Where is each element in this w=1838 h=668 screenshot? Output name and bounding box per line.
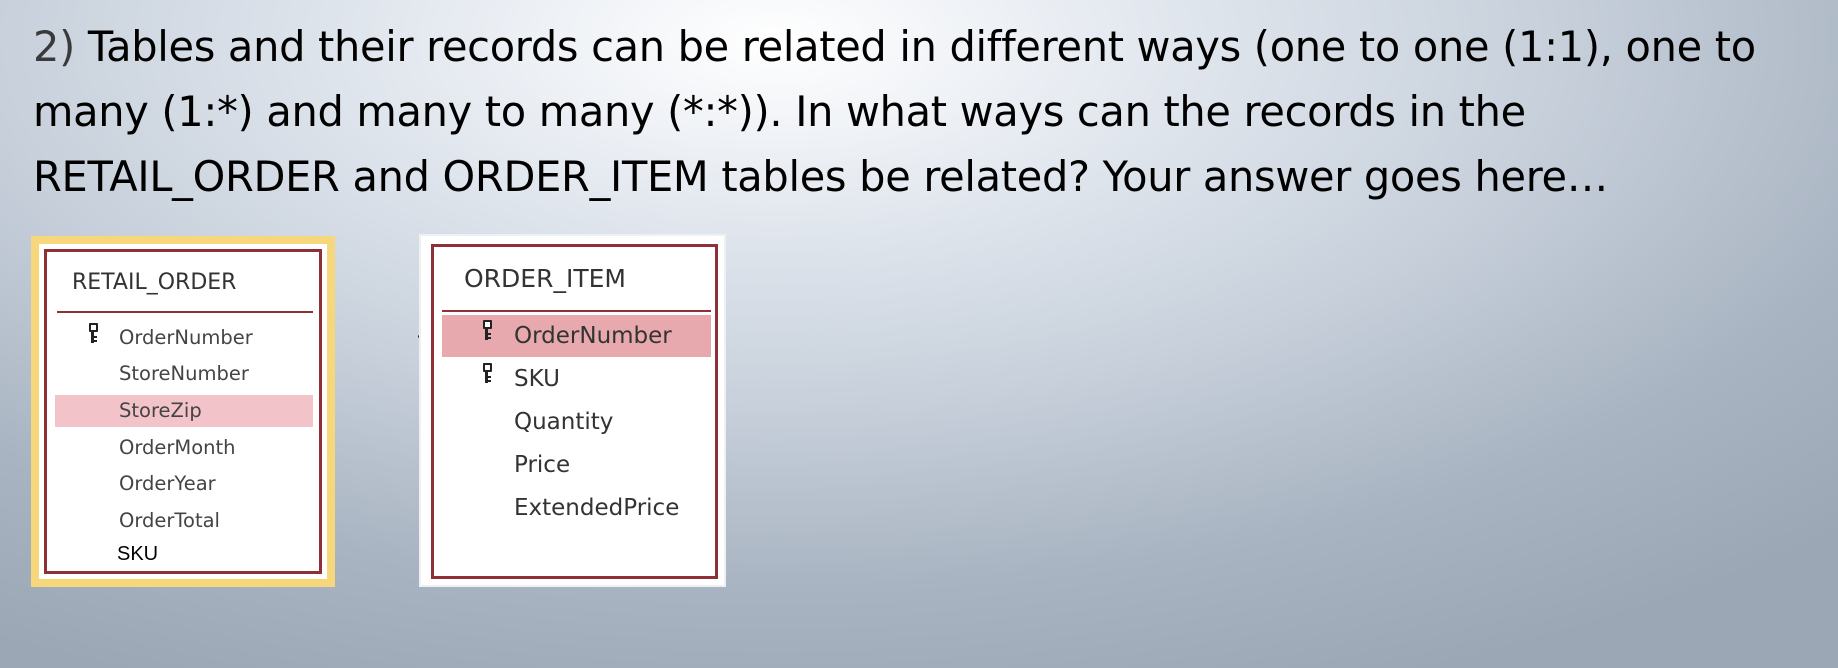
key-icon <box>483 363 492 383</box>
question-number: 2) <box>33 22 75 71</box>
retail-order-field-store-zip[interactable]: StoreZip <box>55 395 313 427</box>
retail-order-field-sku[interactable]: SKU <box>55 538 313 570</box>
retail-order-table[interactable]: RETAIL_ORDER OrderNumber StoreNumber Sto… <box>31 236 335 587</box>
order-item-field-sku[interactable]: SKU <box>442 358 711 400</box>
retail-order-table-title[interactable]: RETAIL_ORDER <box>72 270 237 295</box>
field-label: ExtendedPrice <box>514 495 680 521</box>
order-item-field-extended-price[interactable]: ExtendedPrice <box>442 487 711 529</box>
field-label: SKU <box>514 366 560 392</box>
question-text: 2) Tables and their records can be relat… <box>33 14 1833 209</box>
field-label: StoreZip <box>119 399 202 422</box>
retail-order-field-order-number[interactable]: OrderNumber <box>55 322 313 354</box>
field-label: OrderNumber <box>514 323 672 349</box>
order-item-table-frame <box>431 244 718 579</box>
question-body: Tables and their records can be related … <box>33 22 1756 201</box>
retail-order-table-frame <box>44 249 322 574</box>
order-item-title-divider <box>442 310 711 312</box>
order-item-table-title[interactable]: ORDER_ITEM <box>464 264 626 293</box>
retail-order-field-store-number[interactable]: StoreNumber <box>55 358 313 390</box>
retail-order-table-body: RETAIL_ORDER OrderNumber StoreNumber Sto… <box>39 244 327 579</box>
retail-order-field-order-total[interactable]: OrderTotal <box>55 505 313 537</box>
order-item-table[interactable]: ORDER_ITEM OrderNumber SKU Quanti <box>419 234 726 587</box>
field-label: StoreNumber <box>119 362 249 385</box>
field-label: SKU <box>117 543 159 565</box>
order-item-field-price[interactable]: Price <box>442 444 711 486</box>
field-label: OrderYear <box>119 472 216 495</box>
field-label: OrderNumber <box>119 326 253 349</box>
retail-order-field-order-year[interactable]: OrderYear <box>55 468 313 500</box>
order-item-field-order-number[interactable]: OrderNumber <box>442 315 711 357</box>
field-label: Quantity <box>514 409 614 435</box>
field-label: Price <box>514 452 571 478</box>
order-item-table-body: ORDER_ITEM OrderNumber SKU Quanti <box>421 236 724 585</box>
key-icon <box>89 323 98 343</box>
field-label: OrderTotal <box>119 509 220 532</box>
key-icon <box>483 320 492 340</box>
order-item-field-quantity[interactable]: Quantity <box>442 401 711 443</box>
field-label: OrderMonth <box>119 436 236 459</box>
retail-order-field-order-month[interactable]: OrderMonth <box>55 432 313 464</box>
retail-order-title-divider <box>57 311 313 313</box>
